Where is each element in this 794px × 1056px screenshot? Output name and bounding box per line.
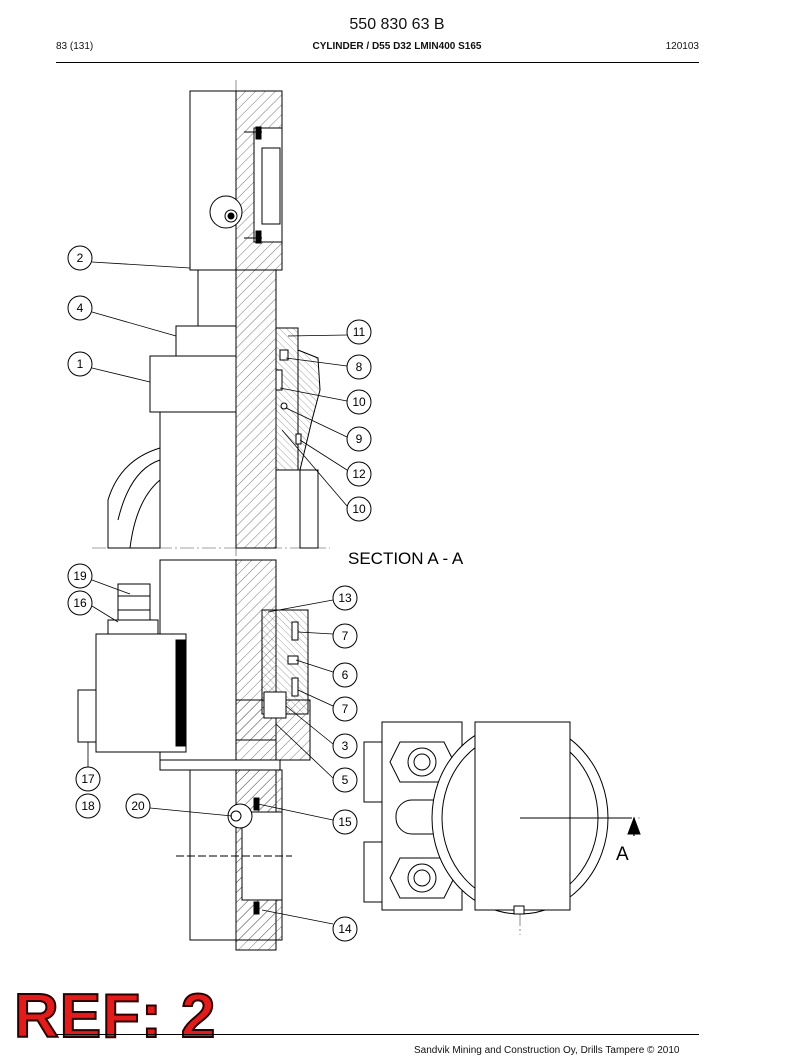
svg-text:7: 7 — [342, 702, 349, 716]
header-rule — [56, 62, 699, 63]
svg-text:9: 9 — [356, 432, 363, 446]
balloon-16: 16 — [67, 590, 93, 616]
balloon-7a: 7 — [332, 623, 358, 649]
seal-housing — [275, 327, 321, 549]
reference-stamp: REF: 2 — [13, 982, 217, 1051]
svg-text:10: 10 — [352, 502, 366, 516]
document-number: 550 830 63 B — [349, 16, 445, 33]
balloon-8: 8 — [346, 354, 372, 380]
balloon-4: 4 — [67, 295, 93, 321]
svg-text:18: 18 — [81, 799, 95, 813]
leader-lines — [87, 261, 348, 925]
side-view — [363, 721, 641, 915]
copyright-footer: Sandvik Mining and Construction Oy, Dril… — [414, 1045, 680, 1056]
svg-text:6: 6 — [342, 668, 349, 682]
svg-text:16: 16 — [73, 596, 87, 610]
cylinder-body — [107, 355, 237, 549]
balloon-20: 20 — [125, 793, 151, 819]
view-marker: A — [616, 844, 629, 865]
svg-text:10: 10 — [352, 395, 366, 409]
svg-text:8: 8 — [356, 360, 363, 374]
solenoid-valve — [77, 583, 187, 753]
balloon-11: 11 — [346, 319, 372, 345]
lower-cylinder-head — [176, 769, 292, 941]
balloon-9: 9 — [346, 426, 372, 452]
balloon-18: 18 — [75, 793, 101, 819]
balloon-6: 6 — [332, 662, 358, 688]
svg-text:2: 2 — [77, 251, 84, 265]
svg-text:7: 7 — [342, 629, 349, 643]
svg-text:1: 1 — [77, 357, 84, 371]
balloon-3: 3 — [332, 733, 358, 759]
section-label: SECTION A - A — [348, 549, 464, 568]
balloon-10b: 10 — [346, 496, 372, 522]
balloon-15: 15 — [332, 809, 358, 835]
svg-text:4: 4 — [77, 301, 84, 315]
svg-text:17: 17 — [81, 772, 95, 786]
svg-text:20: 20 — [131, 799, 145, 813]
svg-text:3: 3 — [342, 739, 349, 753]
svg-text:13: 13 — [338, 591, 352, 605]
balloon-5: 5 — [332, 767, 358, 793]
balloon-19: 19 — [67, 563, 93, 589]
page-number: 83 (131) — [56, 41, 94, 52]
footer-rule — [56, 1034, 699, 1035]
svg-text:12: 12 — [352, 467, 366, 481]
svg-text:14: 14 — [338, 922, 352, 936]
balloon-17: 17 — [75, 766, 101, 792]
balloon-10a: 10 — [346, 389, 372, 415]
balloon-14: 14 — [332, 916, 358, 942]
drawing-title: CYLINDER / D55 D32 LMIN400 S165 — [312, 41, 482, 52]
balloon-2: 2 — [67, 245, 93, 271]
svg-text:19: 19 — [73, 569, 87, 583]
svg-text:11: 11 — [353, 325, 366, 339]
svg-text:15: 15 — [338, 815, 352, 829]
balloon-13: 13 — [332, 585, 358, 611]
balloon-7b: 7 — [332, 696, 358, 722]
balloon-1: 1 — [67, 351, 93, 377]
balloon-12: 12 — [346, 461, 372, 487]
upper-cylinder-head — [189, 90, 283, 271]
svg-text:5: 5 — [342, 773, 349, 787]
drawing-code: 120103 — [665, 41, 699, 52]
